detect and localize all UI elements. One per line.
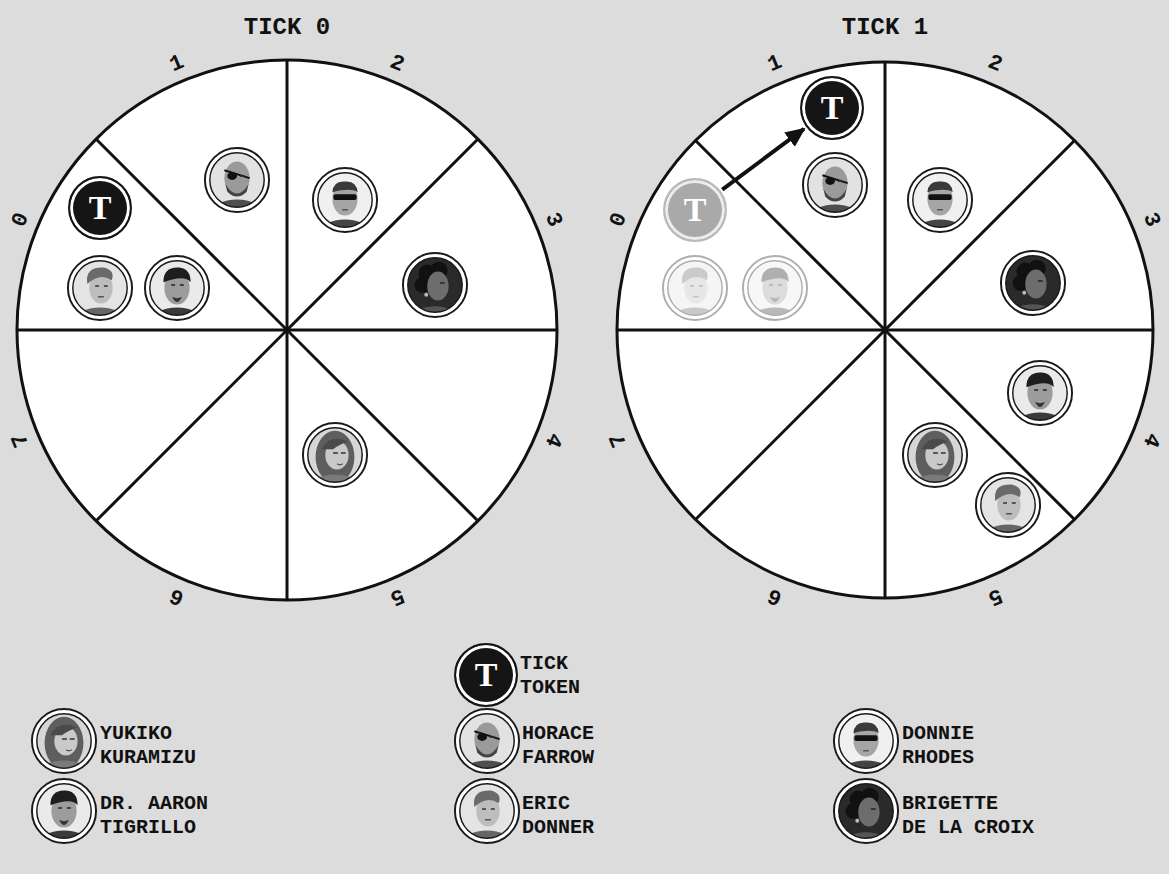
token-letter: T [475,658,498,692]
tick-heading: TICK 1 [842,14,928,41]
legend-text: DONNIE RHODES [902,722,974,770]
portrait-icon [1001,251,1065,328]
segment-number: 7 [7,429,35,451]
tick-heading: TICK 0 [244,14,330,41]
tick-wheel [617,62,1153,598]
portrait-icon [976,473,1040,550]
legend-icon [32,779,96,856]
segment-number: 7 [605,429,633,451]
segment-number: 2 [386,50,408,78]
move-arrow [722,129,804,190]
portrait-tokens [32,148,1072,856]
portrait-icon [903,423,967,498]
portrait-icon [68,256,132,333]
legend-text: YUKIKO KURAMIZU [100,722,196,770]
tick-token: T [800,76,864,140]
portrait-icon [743,256,807,333]
portrait-icon [803,153,867,230]
segment-number: 6 [764,582,786,610]
segment-number: 2 [984,50,1006,78]
segment-number: 1 [764,50,786,78]
tick-token: T [68,176,132,240]
segment-number: 5 [984,582,1006,610]
legend-icon [32,709,96,784]
tick-token: T [454,643,518,707]
token-letter: T [684,193,707,227]
portrait-icon [1008,361,1072,438]
token-letter: T [821,91,844,125]
segment-number: 0 [605,209,633,231]
token-letter: T [89,191,112,225]
portrait-icon [908,168,972,245]
segment-number: 4 [1137,429,1165,451]
legend-icon [455,779,519,856]
portrait-icon [313,168,377,245]
segment-number: 3 [539,209,567,231]
portrait-icon [205,148,269,225]
legend-text: BRIGETTE DE LA CROIX [902,792,1034,840]
portrait-icon [303,423,367,498]
legend-icon [834,779,898,856]
portrait-icon [145,256,209,333]
portrait-icon [403,253,467,330]
segment-number: 6 [166,582,188,610]
legend-text: DR. AARON TIGRILLO [100,792,208,840]
tick-token: T [663,178,727,242]
legend-icon [834,709,898,786]
segment-number: 1 [166,50,188,78]
legend-text: HORACE FARROW [522,722,594,770]
segment-number: 5 [386,582,408,610]
tick-wheel [17,60,557,600]
legend-text: ERIC DONNER [522,792,594,840]
segment-number: 4 [539,429,567,451]
portrait-icon [663,256,727,333]
segment-number: 3 [1137,209,1165,231]
segment-number: 0 [7,209,35,231]
legend-text: TICK TOKEN [520,652,580,700]
faded-portraits [663,256,807,333]
legend-icon [455,709,519,786]
